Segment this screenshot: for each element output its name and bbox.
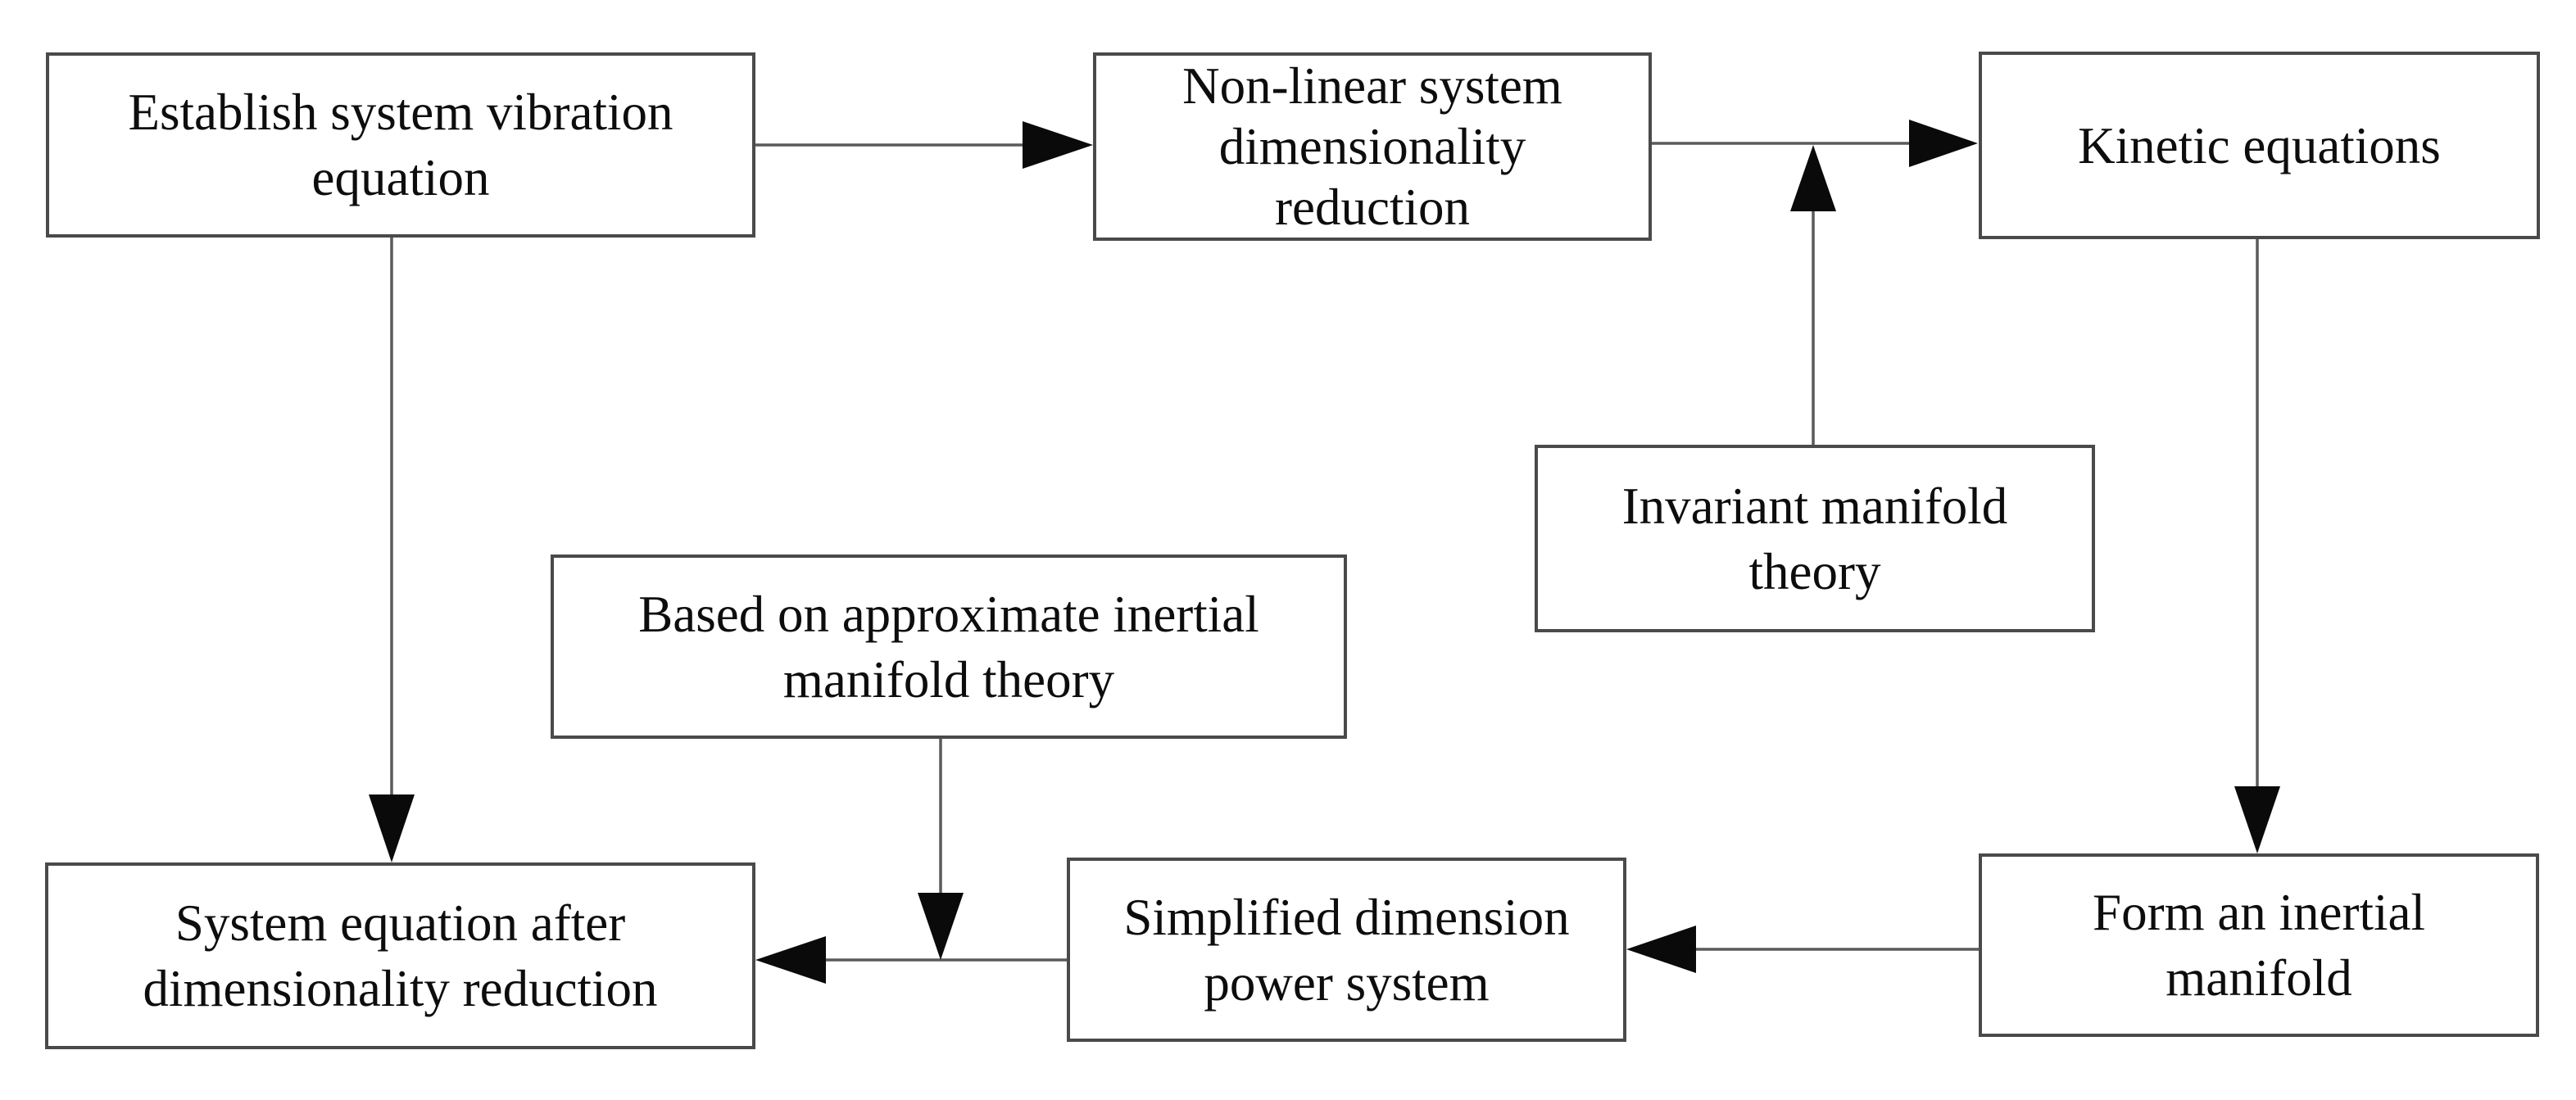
arrowhead-down-icon	[369, 794, 415, 862]
node-label-line: power system	[1204, 953, 1490, 1012]
node-label-line: manifold	[2166, 949, 2352, 1007]
node-label-line: Form an inertial	[2093, 884, 2425, 941]
arrowhead-left-icon	[1626, 926, 1696, 973]
arrowhead-right-icon	[1023, 121, 1093, 169]
node-label-line: theory	[1748, 542, 1881, 600]
node-label-line: Kinetic equations	[2078, 116, 2441, 174]
arrowhead-up-icon	[1790, 145, 1836, 211]
arrowhead-left-icon	[755, 936, 826, 984]
node-kinetic-equations: Kinetic equations	[1979, 52, 2540, 239]
arrowhead-right-icon	[1909, 120, 1978, 167]
node-establish-system-vibration-equation: Establish system vibration equation	[46, 52, 755, 238]
arrowhead-down-icon	[918, 893, 964, 960]
node-based-on-approximate-inertial-manifold-theory: Based on approximate inertial manifold t…	[551, 555, 1347, 739]
node-label-line: System equation after	[175, 894, 626, 952]
node-form-an-inertial-manifold: Form an inertial manifold	[1979, 853, 2539, 1037]
node-label-line: Invariant manifold	[1621, 477, 2008, 535]
node-label-line: Simplified dimension	[1123, 888, 1570, 946]
node-label-line: Non-linear system	[1182, 57, 1562, 115]
node-label-line: Establish system vibration	[128, 84, 673, 141]
node-nonlinear-system-dimensionality-reduction: Non-linear system dimensionality reducti…	[1093, 52, 1652, 241]
node-label-line: dimensionality reduction	[143, 960, 658, 1017]
node-invariant-manifold-theory: Invariant manifold theory	[1535, 445, 2095, 632]
node-system-equation-after-dimensionality-reduction: System equation after dimensionality red…	[45, 862, 755, 1049]
node-simplified-dimension-power-system: Simplified dimension power system	[1067, 858, 1626, 1042]
node-label-line: reduction	[1275, 179, 1470, 236]
arrowhead-down-icon	[2234, 786, 2280, 853]
node-label-line: manifold theory	[782, 650, 1115, 708]
node-label-line: dimensionality	[1218, 118, 1526, 175]
node-label-line: equation	[311, 149, 490, 206]
node-label-line: Based on approximate inertial	[638, 585, 1259, 643]
